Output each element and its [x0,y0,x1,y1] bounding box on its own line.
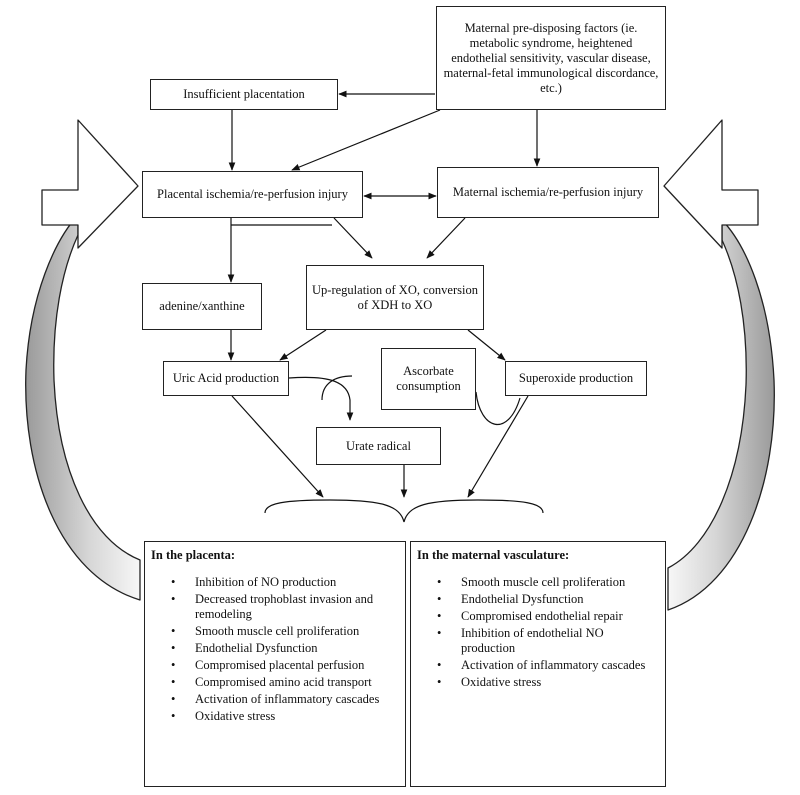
node-placental-ischemia: Placental ischemia/re-perfusion injury [142,171,363,218]
arrow-maternal-to-placental-ischemia [291,109,441,171]
right-feedback-arrow [667,219,775,611]
list-item: Compromised placental perfusion [171,658,399,673]
node-insufficient-placentation: Insufficient placentation [150,79,338,110]
placenta-effects-list: Inhibition of NO production Decreased tr… [151,575,399,724]
node-maternal-ischemia: Maternal ischemia/re-perfusion injury [437,167,659,218]
maternal-vasculature-title: In the maternal vasculature: [417,548,570,562]
maternal-vasculature-effects-list: Smooth muscle cell proliferation Endothe… [417,575,659,690]
right-feedback-arrow-head [663,119,759,249]
arrow-uric-acid-to-effects [231,395,324,498]
panel-in-the-maternal-vasculature: In the maternal vasculature: Smooth musc… [410,541,666,787]
list-item: Inhibition of NO production [171,575,399,590]
node-ascorbate-consumption: Ascorbate consumption [381,348,476,410]
list-item: Oxidative stress [171,709,399,724]
node-xo-upregulation: Up-regulation of XO, conversion of XDH t… [306,265,484,330]
arrow-uric-acid-to-urate [288,376,354,421]
node-adenine-xanthine: adenine/xanthine [142,283,262,330]
connector-ascorbate-curve [321,375,353,401]
list-item: Endothelial Dysfunction [171,641,399,656]
arrow-maternal-ischemia-to-xo [426,217,466,259]
curly-brace [264,499,544,523]
left-feedback-arrow-head [41,119,139,249]
arrow-superoxide-to-effects [467,395,529,498]
list-item: Smooth muscle cell proliferation [171,624,399,639]
list-item: Activation of inflammatory cascades [437,658,659,673]
list-item: Oxidative stress [437,675,659,690]
node-uric-acid-production: Uric Acid production [163,361,289,396]
list-item: Decreased trophoblast invasion and remod… [171,592,399,622]
list-item: Compromised endothelial repair [437,609,659,624]
list-item: Smooth muscle cell proliferation [437,575,659,590]
arrow-xo-to-superoxide [467,329,506,361]
arrow-placental-ischemia-to-xo [333,217,373,259]
list-item: Activation of inflammatory cascades [171,692,399,707]
arrow-xo-to-uric-acid [279,329,327,361]
node-superoxide-production: Superoxide production [505,361,647,396]
placenta-title: In the placenta: [151,548,236,562]
list-item: Inhibition of endothelial NO production [437,626,659,656]
node-urate-radical: Urate radical [316,427,441,465]
list-item: Endothelial Dysfunction [437,592,659,607]
left-feedback-arrow [25,214,141,601]
node-maternal-predisposing-factors: Maternal pre-disposing factors (ie. meta… [436,6,666,110]
list-item: Compromised amino acid transport [171,675,399,690]
panel-in-the-placenta: In the placenta: Inhibition of NO produc… [144,541,406,787]
arrow-superoxide-to-ascorbate [475,391,521,426]
